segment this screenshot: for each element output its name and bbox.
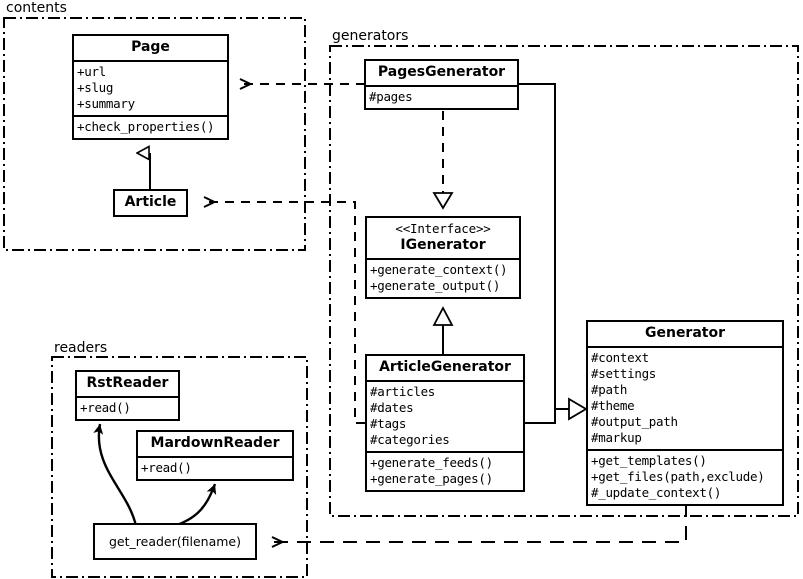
attribute: #markup xyxy=(591,430,642,445)
method: +generate_output() xyxy=(370,278,501,293)
attribute: #pages xyxy=(369,89,413,104)
class-article-name: Article xyxy=(124,194,177,210)
class-pagesgenerator-attributes: #pages xyxy=(366,85,517,108)
class-page-methods: +check_properties() xyxy=(74,115,227,138)
attribute: #settings xyxy=(591,366,657,381)
relationship-pagesgenerator-realizes-igenerator xyxy=(432,111,454,210)
class-page-attributes: +url +slug +summary xyxy=(74,60,227,115)
method: +generate_context() xyxy=(370,262,508,277)
class-rstreader-methods: +read() xyxy=(77,396,178,419)
package-frame-generators xyxy=(329,45,799,517)
package-frame-readers xyxy=(51,356,308,578)
class-generator-name: Generator xyxy=(644,325,725,341)
class-mardownreader-name: MardownReader xyxy=(150,435,280,451)
package-label-generators: generators xyxy=(330,28,411,44)
attribute: #output_path xyxy=(591,414,678,429)
method: +generate_pages() xyxy=(370,471,493,486)
class-mardownreader[interactable]: MardownReader +read() xyxy=(136,430,294,481)
class-pagesgenerator-name: PagesGenerator xyxy=(377,64,506,80)
class-page-name: Page xyxy=(131,39,170,55)
method: +check_properties() xyxy=(77,119,215,134)
class-rstreader-name: RstReader xyxy=(86,375,169,391)
attribute: #articles xyxy=(370,384,436,399)
class-generator[interactable]: Generator #context #settings #path #them… xyxy=(586,320,784,506)
class-igenerator[interactable]: <<Interface>> IGenerator +generate_conte… xyxy=(365,216,521,299)
relationship-articlegenerator-inherits-generator xyxy=(525,397,588,424)
relationship-articlegenerator-inherits-igenerator xyxy=(432,306,454,354)
relationship-get-reader-returns-rstreader xyxy=(93,423,138,527)
relationship-generator-uses-get-reader xyxy=(272,503,687,542)
class-generator-methods: +get_templates() +get_files(path,exclude… xyxy=(588,449,782,504)
attribute: #theme xyxy=(591,398,635,413)
method: +get_files(path,exclude) xyxy=(591,469,765,484)
attribute: +summary xyxy=(77,96,135,111)
method: +read() xyxy=(141,460,192,475)
relationship-articlegenerator-uses-article xyxy=(204,202,365,424)
package-label-readers: readers xyxy=(52,340,110,356)
attribute: #tags xyxy=(370,416,407,431)
method: +read() xyxy=(80,400,131,415)
relationship-pagesgenerator-inherits-generator xyxy=(519,83,569,410)
attribute: #context xyxy=(591,350,649,365)
method: +get_templates() xyxy=(591,453,707,468)
class-rstreader[interactable]: RstReader +read() xyxy=(75,370,180,421)
attribute: #dates xyxy=(370,400,414,415)
class-igenerator-name: <<Interface>> IGenerator xyxy=(367,218,519,258)
class-generator-attributes: #context #settings #path #theme #output_… xyxy=(588,346,782,449)
class-article[interactable]: Article xyxy=(113,189,188,217)
class-page[interactable]: Page +url +slug +summary +check_properti… xyxy=(72,34,229,140)
class-pagesgenerator[interactable]: PagesGenerator #pages xyxy=(364,59,519,110)
package-frame-contents xyxy=(3,17,306,251)
class-articlegenerator-name: ArticleGenerator xyxy=(379,359,511,375)
attribute: #categories xyxy=(370,432,450,447)
package-label-contents: contents xyxy=(4,0,69,16)
function-get-reader-label: get_reader(filename) xyxy=(109,534,241,549)
class-mardownreader-methods: +read() xyxy=(138,456,292,479)
attribute: +slug xyxy=(77,80,114,95)
function-box-get-reader[interactable]: get_reader(filename) xyxy=(93,523,257,560)
class-articlegenerator-attributes: #articles #dates #tags #categories xyxy=(367,380,523,451)
attribute: #path xyxy=(591,382,628,397)
class-igenerator-methods: +generate_context() +generate_output() xyxy=(367,258,519,297)
method: +generate_feeds() xyxy=(370,455,493,470)
attribute: +url xyxy=(77,64,106,79)
class-igenerator-label: IGenerator xyxy=(400,237,486,253)
class-igenerator-stereotype: <<Interface>> xyxy=(395,221,491,236)
method: #_update_context() xyxy=(591,485,722,500)
class-articlegenerator-methods: +generate_feeds() +generate_pages() xyxy=(367,451,523,490)
class-articlegenerator[interactable]: ArticleGenerator #articles #dates #tags … xyxy=(365,354,525,492)
